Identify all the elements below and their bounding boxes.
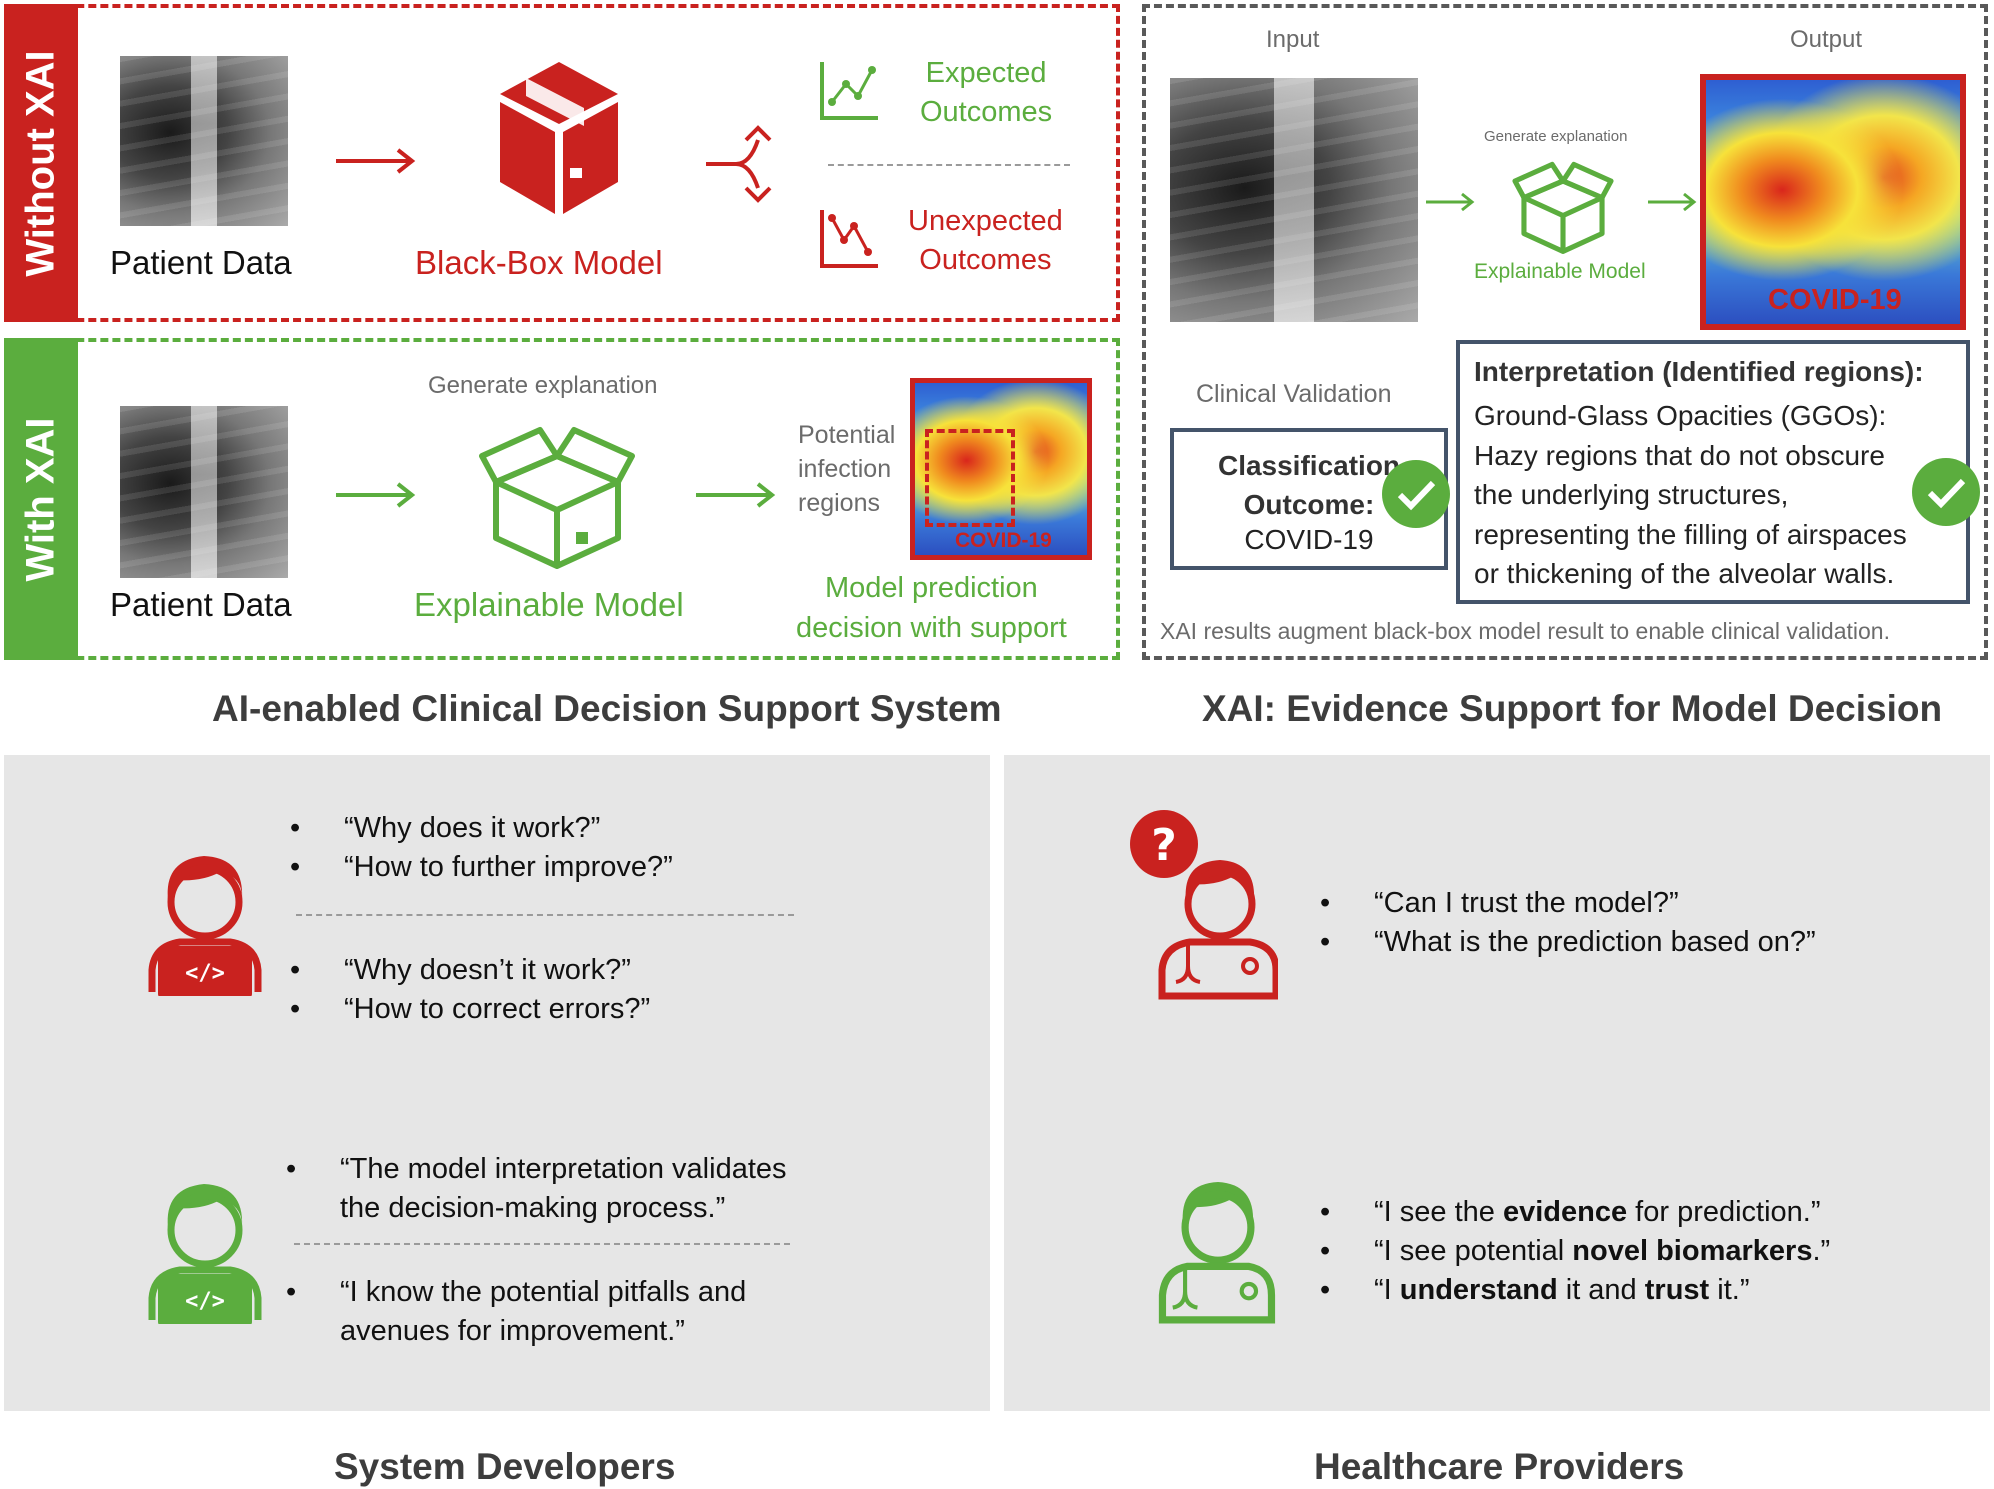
developer-confident-icon: </> xyxy=(148,1184,262,1324)
list-item: “How to further improve?” xyxy=(290,848,673,887)
developer-confused-icon: </> xyxy=(148,856,262,996)
black-box-icon xyxy=(500,62,618,214)
list-item: “I know the potential pitfalls and avenu… xyxy=(286,1273,746,1351)
checkmark-icon xyxy=(1382,460,1450,528)
developer-questions-2: “Why doesn’t it work?” “How to correct e… xyxy=(290,951,650,1029)
xai-footer-text: XAI results augment black-box model resu… xyxy=(1160,618,1890,644)
without-xai-tab: Without XAI xyxy=(4,4,78,322)
infection-region-box xyxy=(925,429,1015,527)
list-item: “I see potential novel biomarkers.” xyxy=(1320,1232,1830,1271)
with-xai-tab-label: With XAI xyxy=(18,416,63,582)
heatmap-output-image: COVID-19 xyxy=(1700,74,1966,330)
arrow-right-icon xyxy=(696,482,776,508)
arrow-right-icon xyxy=(336,482,416,508)
list-item: “The model interpretation validates the … xyxy=(286,1150,787,1228)
list-item: “How to correct errors?” xyxy=(290,990,650,1029)
patient-xray-image xyxy=(120,56,288,226)
developer-questions-1: “Why does it work?” “How to further impr… xyxy=(290,809,673,887)
output-label: Output xyxy=(1790,26,1863,53)
input-xray-image xyxy=(1170,78,1418,322)
unexpected-outcomes-label: Unexpected Outcomes xyxy=(908,205,1063,276)
xai-evidence-panel xyxy=(1142,4,1988,660)
question-divider xyxy=(296,914,794,916)
with-xai-tab: With XAI xyxy=(4,338,78,660)
provider-statements: “I see the evidence for prediction.” “I … xyxy=(1320,1193,1830,1310)
potential-regions-label: Potential infection regions xyxy=(798,421,896,517)
arrow-right-icon xyxy=(1648,192,1697,212)
developers-title: System Developers xyxy=(334,1446,676,1487)
open-box-icon xyxy=(1512,161,1614,254)
generate-explanation-label-2: Generate explanation xyxy=(1484,128,1628,145)
black-box-model-label: Black-Box Model xyxy=(415,244,663,281)
svg-text:</>: </> xyxy=(185,1289,225,1314)
classification-value: COVID-19 xyxy=(1244,524,1374,555)
list-item: “I understand it and trust it.” xyxy=(1320,1271,1830,1310)
providers-title: Healthcare Providers xyxy=(1314,1446,1685,1487)
heatmap-covid-label-small: COVID-19 xyxy=(955,529,1052,552)
provider-confident-icon xyxy=(1158,1182,1276,1324)
developer-statements-2: “I know the potential pitfalls and avenu… xyxy=(286,1273,746,1351)
generate-explanation-label: Generate explanation xyxy=(428,372,658,399)
expected-outcomes-label: Expected Outcomes xyxy=(920,57,1053,128)
rising-chart-icon xyxy=(820,62,878,120)
provider-question-icon: ? xyxy=(1130,810,1278,1000)
svg-text:</>: </> xyxy=(185,961,225,986)
explainable-model-label-2: Explainable Model xyxy=(1474,260,1646,283)
interpretation-box: Interpretation (Identified regions): Gro… xyxy=(1456,340,1970,604)
provider-questions: “Can I trust the model?” “What is the pr… xyxy=(1320,884,1816,962)
explainable-model-label: Explainable Model xyxy=(414,586,684,623)
outcome-divider xyxy=(828,164,1070,166)
heatmap-image-small: COVID-19 xyxy=(910,378,1092,560)
clinical-validation-label: Clinical Validation xyxy=(1196,380,1392,408)
list-item: “Can I trust the model?” xyxy=(1320,884,1816,923)
list-item: “What is the prediction based on?” xyxy=(1320,923,1816,962)
list-item: “I see the evidence for prediction.” xyxy=(1320,1193,1830,1232)
left-section-title: AI-enabled Clinical Decision Support Sys… xyxy=(212,688,1002,729)
model-prediction-label: Model prediction decision with support xyxy=(796,572,1067,644)
svg-text:?: ? xyxy=(1151,820,1177,871)
interpretation-body: Ground-Glass Opacities (GGOs): Hazy regi… xyxy=(1474,400,1907,589)
arrow-right-icon xyxy=(1426,192,1475,212)
falling-chart-icon xyxy=(820,210,878,268)
list-item: “Why doesn’t it work?” xyxy=(290,951,650,990)
branch-arrow-icon xyxy=(706,125,772,203)
without-xai-tab-label: Without XAI xyxy=(18,49,63,277)
developer-statements-1: “The model interpretation validates the … xyxy=(286,1150,787,1228)
input-label: Input xyxy=(1266,26,1320,53)
heatmap-covid-label: COVID-19 xyxy=(1768,284,1902,316)
open-box-icon xyxy=(479,427,635,569)
patient-data-label-2: Patient Data xyxy=(110,586,292,623)
interpretation-title: Interpretation (Identified regions): xyxy=(1474,356,1924,387)
statement-divider xyxy=(294,1243,790,1245)
classification-title: Classification Outcome: xyxy=(1217,450,1401,520)
checkmark-icon xyxy=(1912,458,1980,526)
patient-xray-image-2 xyxy=(120,406,288,578)
patient-data-label: Patient Data xyxy=(110,244,292,281)
right-section-title: XAI: Evidence Support for Model Decision xyxy=(1202,688,1943,729)
list-item: “Why does it work?” xyxy=(290,809,673,848)
arrow-right-icon xyxy=(336,148,416,174)
